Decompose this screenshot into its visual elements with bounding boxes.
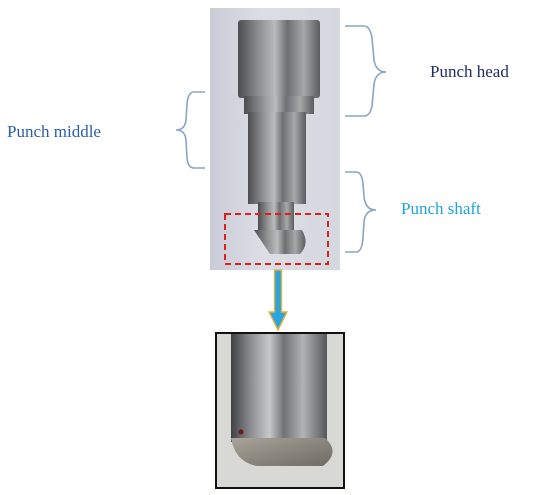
punch-middle-body: [248, 112, 306, 204]
zoom-shaft: [231, 334, 327, 442]
punch-head-body: [238, 20, 320, 98]
punch-photo: [210, 8, 340, 270]
punch-head-bracket: [344, 25, 387, 117]
zoom-tip-face: [231, 438, 333, 466]
zoom-tip-illustration: [217, 334, 343, 487]
punch-shaft-label: Punch shaft: [401, 199, 481, 218]
down-arrow: [267, 269, 289, 332]
punch-head-label: Punch head: [430, 62, 509, 81]
punch-shaft-body: [258, 202, 294, 232]
punch-step: [244, 96, 314, 114]
zoom-inset: [215, 332, 345, 489]
punch-middle-bracket: [175, 91, 205, 169]
punch-shaft-bracket: [344, 171, 377, 253]
punch-tip: [254, 230, 306, 254]
punch-tool-illustration: [238, 20, 320, 254]
zoom-tip-mark: [238, 429, 244, 435]
highlight-box: [224, 213, 329, 265]
punch-middle-label: Punch middle: [7, 122, 101, 141]
